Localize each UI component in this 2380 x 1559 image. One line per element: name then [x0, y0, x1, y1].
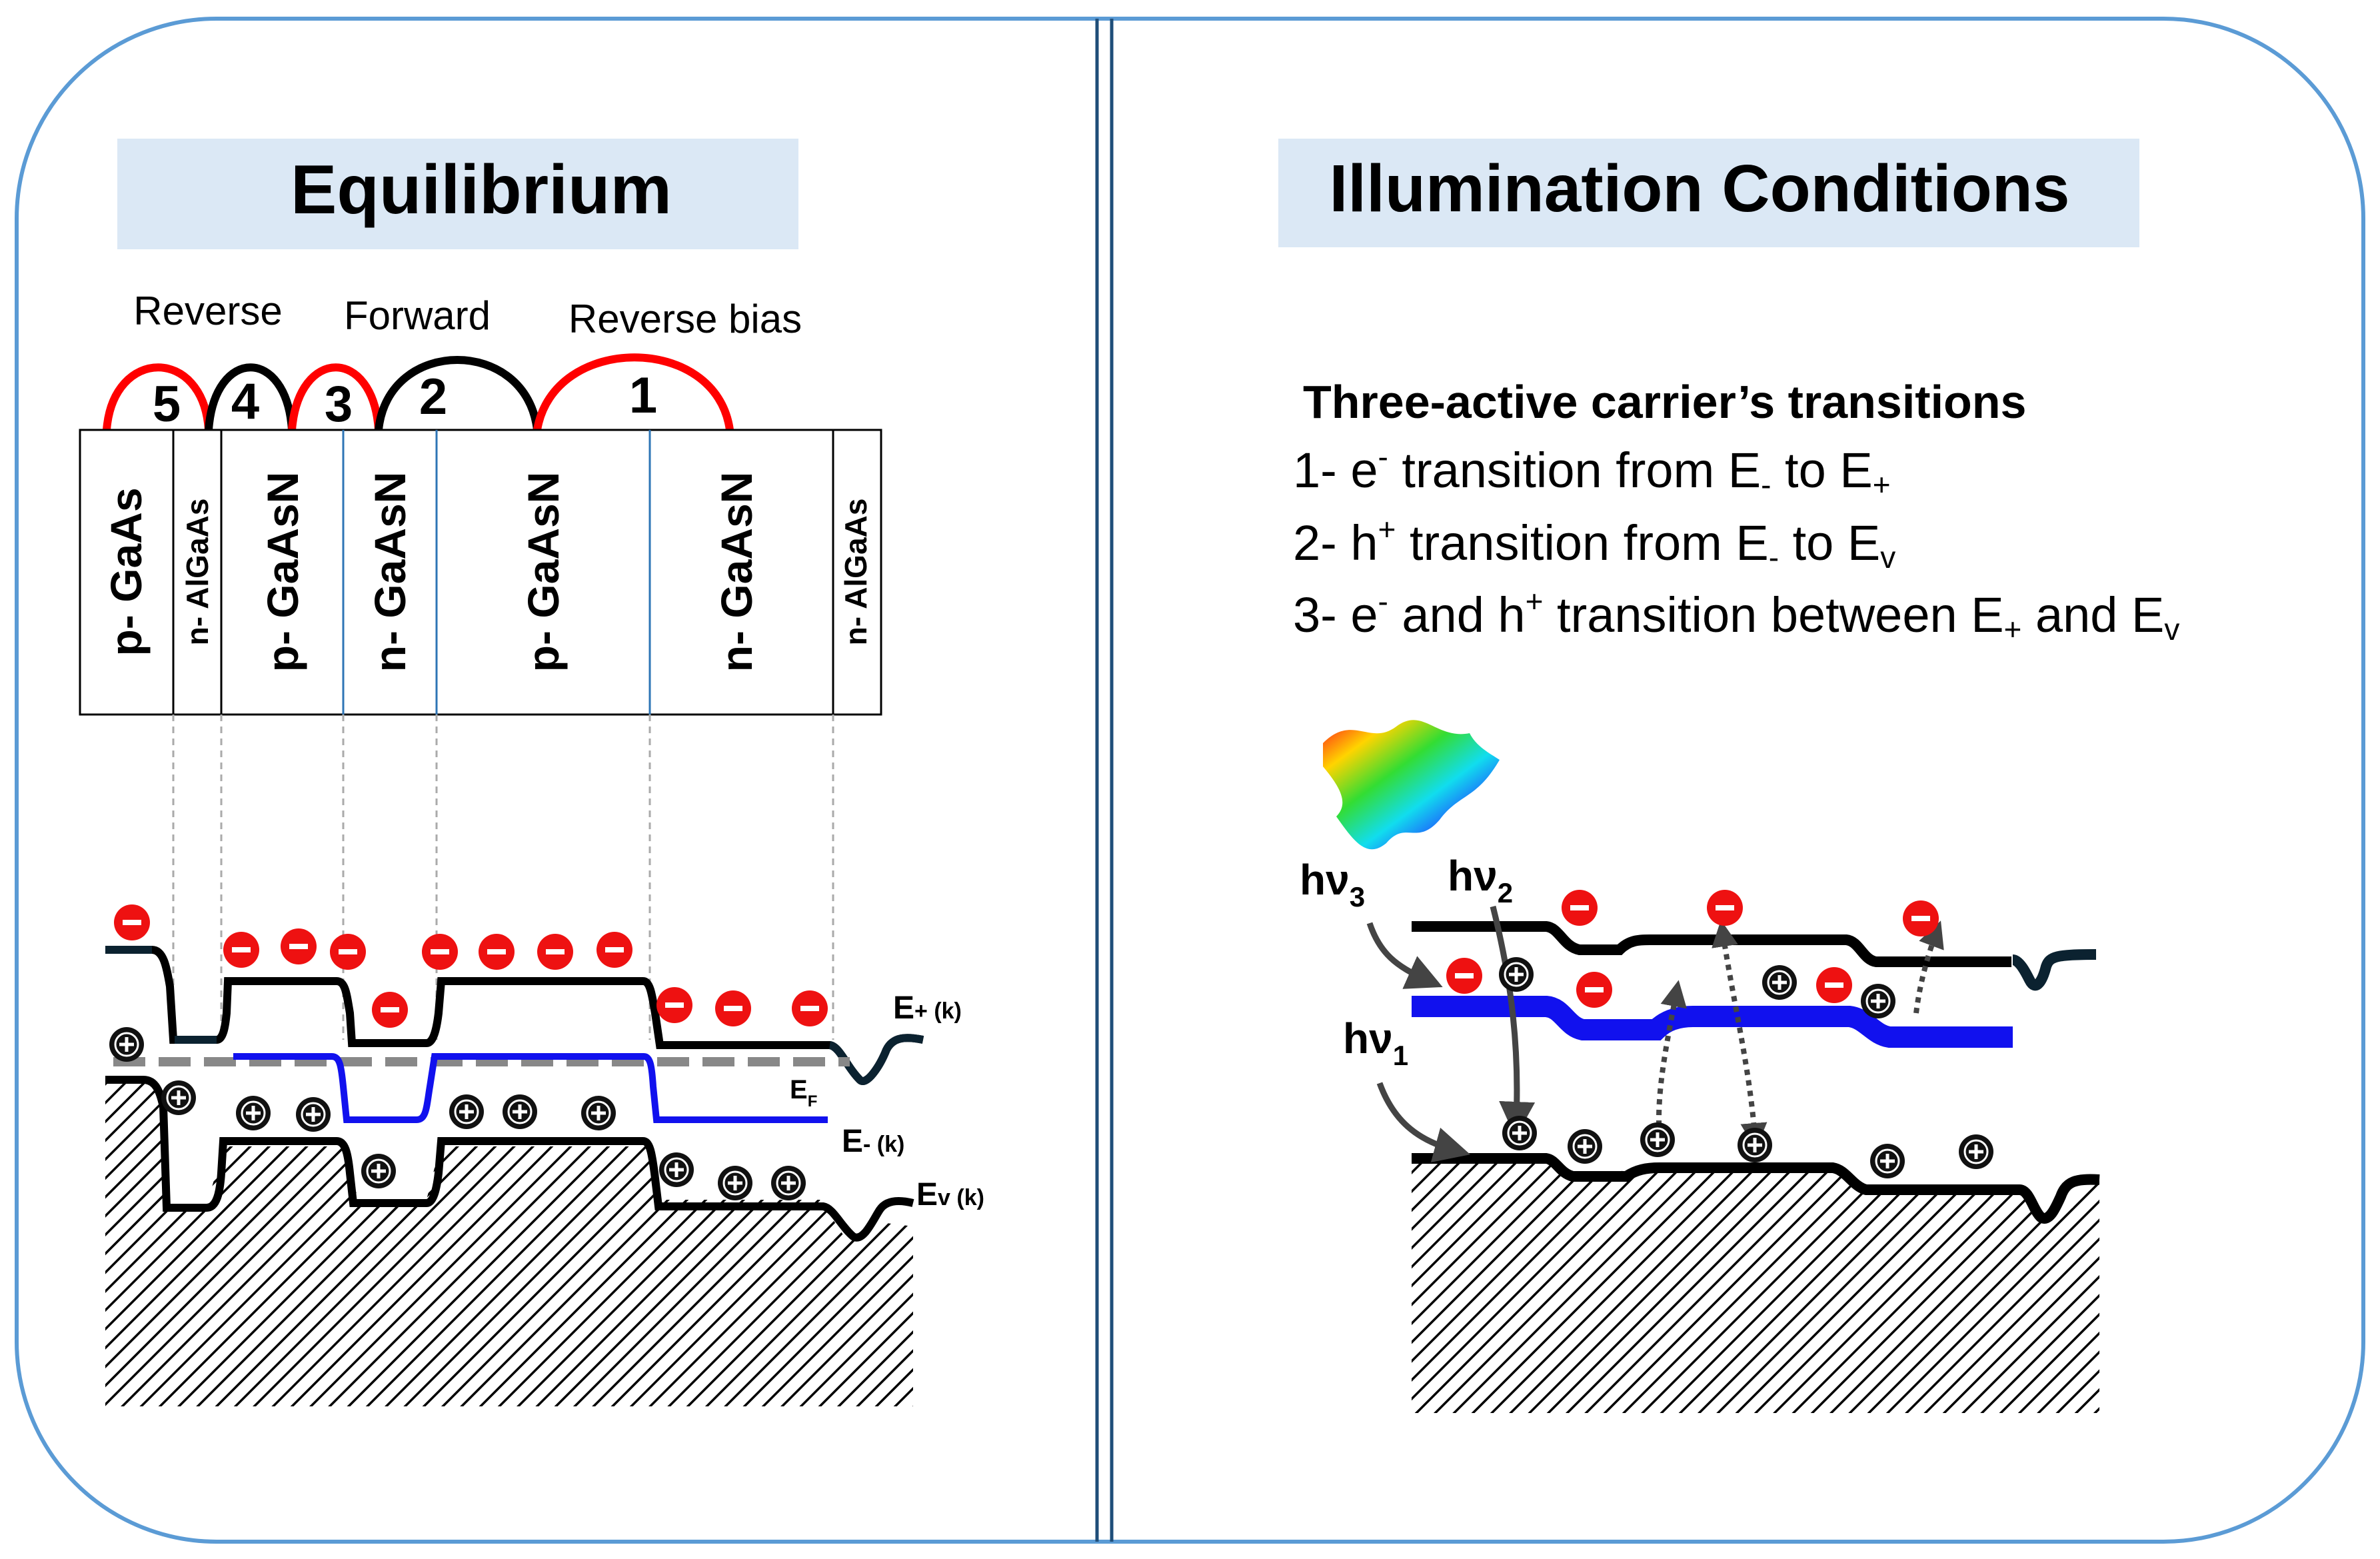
arrow-icon — [1376, 1082, 1471, 1162]
reverse-bias-label: Reverse bias — [569, 297, 802, 341]
hole-icon — [1959, 1134, 1993, 1169]
layer-label-n-algaas-1: n- AlGaAs — [180, 499, 215, 646]
valence-hatch-left — [105, 1080, 913, 1406]
hole-icon — [771, 1166, 806, 1200]
photon-label-2: hν2 — [1448, 852, 1513, 908]
layer-stack: p- GaAs n- AlGaAs p- GaAsN n- GaAsN p- G… — [79, 429, 882, 716]
junction-arc-1 — [533, 353, 734, 431]
hole-icon — [1738, 1128, 1772, 1162]
right-e-plus-tail — [2011, 949, 2097, 991]
electron-icon — [1816, 967, 1852, 1003]
outer-frame — [15, 17, 2365, 1544]
layer-label-n-gaasn-2: n- GaAsN — [712, 472, 761, 673]
hole-icon — [1502, 1116, 1537, 1150]
layer-label-p-gaasn-1: p- GaAsN — [258, 472, 307, 673]
junction-number-2: 2 — [419, 369, 447, 425]
e-f-label: EF — [790, 1075, 817, 1110]
right-e-v-band — [1412, 1153, 2100, 1224]
hole-icon — [503, 1094, 537, 1129]
e-minus-label: E- (k) — [842, 1124, 904, 1159]
electron-icon — [1562, 890, 1598, 926]
hole-icon — [296, 1097, 331, 1132]
junction-arc-4 — [205, 363, 296, 431]
equilibrium-title-bg — [117, 139, 798, 249]
transition-2: 2- h+ transition from E- to Ev — [1293, 512, 1895, 575]
electron-icon — [792, 990, 828, 1026]
right-holes — [1499, 957, 1993, 1178]
hole-icon — [1870, 1144, 1905, 1178]
transitions-heading: Three-active carrier’s transitions — [1303, 376, 2026, 428]
junction-number-5: 5 — [153, 376, 181, 433]
photon-label-1: hν1 — [1343, 1014, 1408, 1071]
hole-icon — [659, 1152, 694, 1187]
hole-icon — [581, 1096, 616, 1130]
hole-icon — [1499, 957, 1534, 992]
forward-label: Forward — [344, 293, 491, 338]
right-e-minus-band — [1412, 996, 2013, 1048]
left-electrons — [114, 904, 828, 1028]
arrow-icon — [1913, 920, 1944, 1014]
arrow-icon — [1490, 905, 1536, 1138]
junction-arc-5 — [103, 363, 213, 431]
electron-icon — [114, 904, 150, 940]
electron-icon — [1446, 958, 1482, 994]
hole-icon — [449, 1094, 484, 1129]
layer-label-p-gaas: p- GaAs — [101, 487, 151, 656]
photon-label-3: hν3 — [1300, 856, 1365, 912]
light-wave-icon — [1323, 720, 1500, 850]
electron-icon — [1576, 972, 1612, 1008]
electron-icon — [1903, 900, 1939, 936]
illumination-title-bg — [1278, 139, 2139, 247]
electron-icon — [596, 932, 632, 968]
electron-icon — [223, 932, 259, 968]
hole-icon — [1762, 965, 1797, 1000]
hole-icon — [1861, 984, 1895, 1018]
e-v-band — [105, 1076, 914, 1242]
junction-arc-2 — [375, 356, 541, 431]
junction-number-1: 1 — [629, 367, 657, 424]
transition-1: 1- e- transition from E- to E+ — [1293, 439, 1891, 502]
right-electrons — [1446, 890, 1939, 1008]
arrow-icon — [1656, 980, 1687, 1137]
hole-icon — [1640, 1122, 1675, 1157]
hole-icon — [161, 1080, 196, 1115]
electron-icon — [372, 992, 408, 1028]
e-v-label: Ev (k) — [916, 1177, 984, 1212]
valence-hatch-right — [1412, 1158, 2099, 1413]
layer-label-p-gaasn-2: p- GaAsN — [519, 472, 568, 673]
equilibrium-title: Equilibrium — [291, 151, 672, 229]
arrow-icon — [1366, 922, 1443, 989]
electron-icon — [479, 934, 515, 970]
hole-icon — [236, 1096, 271, 1130]
illumination-title: Illumination Conditions — [1330, 151, 2070, 226]
electron-icon — [422, 934, 458, 970]
electron-icon — [656, 987, 692, 1023]
right-panel: Illumination Conditions Three-active car… — [1278, 139, 2179, 1413]
e-plus-label: E+ (k) — [893, 990, 962, 1026]
electron-icon — [281, 928, 317, 964]
left-panel: Equilibrium Reverse Forward Reverse bias… — [79, 139, 984, 1406]
electron-icon — [330, 934, 366, 970]
hole-icon — [109, 1027, 144, 1062]
transition-3: 3- e- and h+ transition between E+ and E… — [1293, 584, 2179, 647]
hole-icon — [361, 1154, 396, 1188]
hole-icon — [718, 1166, 752, 1200]
layer-label-n-gaasn-1: n- GaAsN — [365, 472, 415, 673]
guide-lines — [172, 715, 834, 1040]
electron-icon — [1707, 890, 1743, 926]
layer-label-n-algaas-2: n- AlGaAs — [838, 499, 873, 646]
electron-icon — [715, 990, 751, 1026]
hole-icon — [1568, 1129, 1602, 1164]
arrow-icon — [1712, 920, 1768, 1150]
reverse-label: Reverse — [133, 289, 282, 333]
e-minus-band — [233, 1053, 828, 1123]
junction-number-3: 3 — [325, 376, 353, 433]
left-holes — [109, 1027, 806, 1200]
electron-icon — [537, 934, 573, 970]
right-e-plus-band — [1412, 921, 2011, 967]
junction-number-4: 4 — [231, 373, 259, 430]
junction-arc-3 — [288, 363, 383, 431]
